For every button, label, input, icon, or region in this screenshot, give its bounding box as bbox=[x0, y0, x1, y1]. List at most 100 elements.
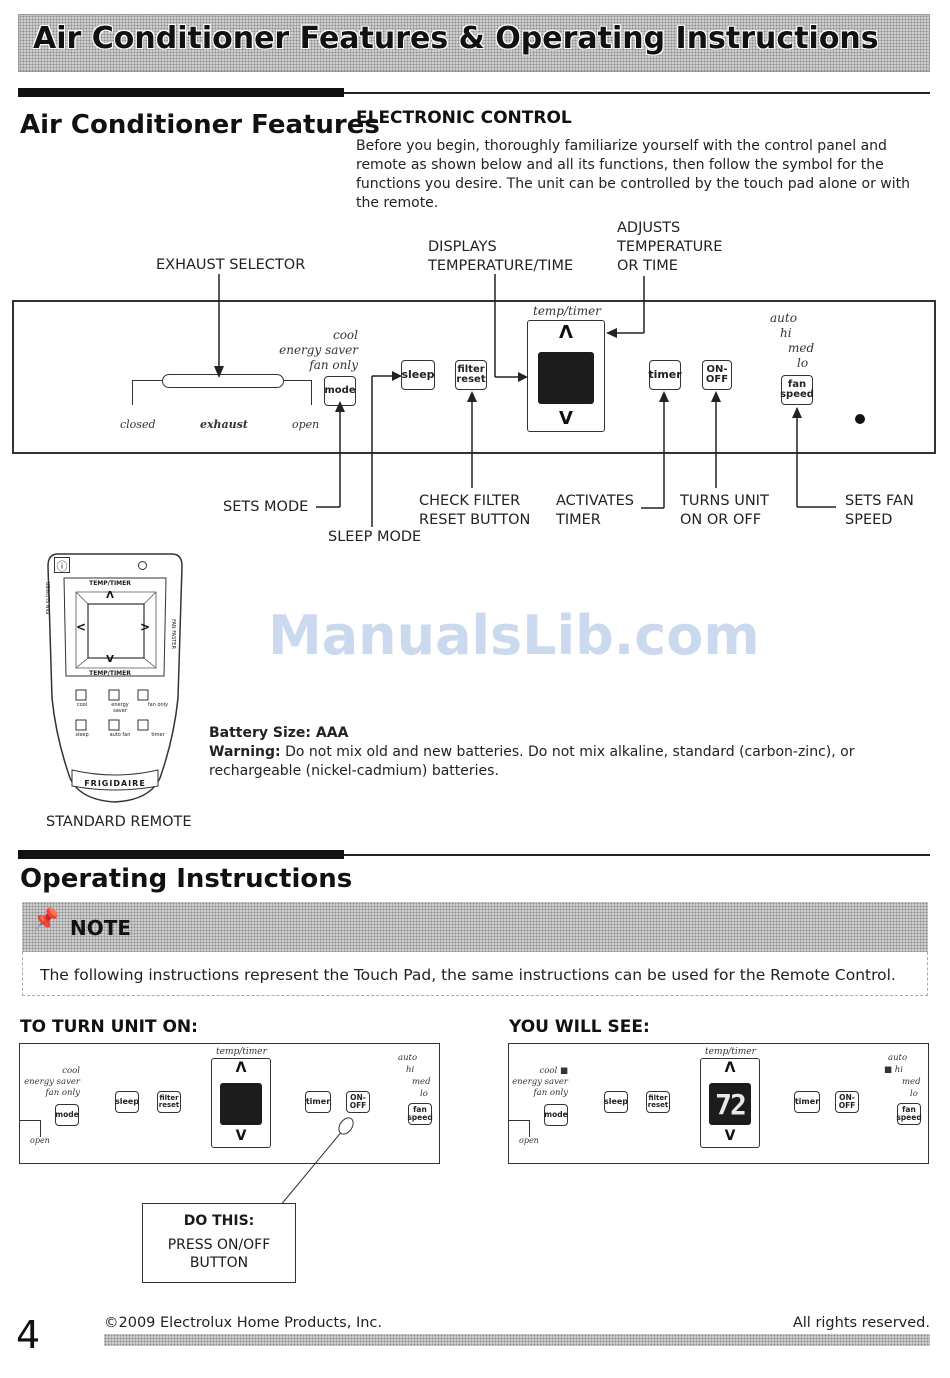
fan-speed-labels: auto hi med lo bbox=[770, 311, 815, 370]
fan-active-indicator: ■ bbox=[884, 1065, 893, 1075]
mini-mode-labels: cool energy saver fan only bbox=[24, 1066, 80, 1098]
callout-sets-fan: SETS FAN SPEED bbox=[845, 493, 914, 528]
features-heading: Air Conditioner Features bbox=[20, 110, 380, 140]
mini-fan-labels-after: auto ■ hi med lo bbox=[884, 1053, 921, 1099]
mini-up-button[interactable]: Λ bbox=[235, 1060, 247, 1076]
note-box bbox=[22, 952, 928, 996]
exhaust-open-label: open bbox=[292, 418, 320, 431]
section-bar bbox=[18, 850, 344, 859]
mini-mode-labels-after: cool ■ energy saver fan only bbox=[512, 1066, 568, 1098]
filter-reset-button[interactable]: filter reset bbox=[455, 360, 487, 390]
mini-display-blank bbox=[220, 1083, 262, 1125]
mini-mode-button[interactable]: mode bbox=[55, 1104, 79, 1126]
callout-turns-unit: TURNS UNIT ON OR OFF bbox=[680, 493, 769, 528]
do-this-instruction: PRESS ON/OFF BUTTON bbox=[167, 1237, 271, 1271]
do-this-box: DO THIS: PRESS ON/OFF BUTTON bbox=[142, 1203, 296, 1283]
remote-temp-timer-top: TEMP/TIMER bbox=[89, 580, 131, 587]
callout-lines bbox=[214, 274, 836, 527]
callout-check-filter: CHECK FILTER RESET BUTTON bbox=[419, 493, 531, 528]
callout-activates-timer: ACTIVATES TIMER bbox=[556, 493, 634, 528]
do-this-title: DO THIS: bbox=[183, 1213, 255, 1229]
temp-timer-label: temp/timer bbox=[533, 304, 601, 318]
remote-row2-labels: sleep auto fan timer bbox=[75, 732, 165, 738]
temp-down-button[interactable]: V bbox=[559, 408, 573, 429]
mini-up-button-after[interactable]: Λ bbox=[724, 1060, 736, 1076]
remote-row1-labels: cool energy saver fan only bbox=[76, 702, 169, 714]
mini-down-button[interactable]: V bbox=[235, 1128, 247, 1144]
on-off-button[interactable]: ON- OFF bbox=[702, 360, 732, 390]
mode-labels: cool energy saver fan only bbox=[279, 328, 358, 372]
mini-temp-timer-label-after: temp/timer bbox=[705, 1047, 756, 1057]
operating-heading: Operating Instructions bbox=[20, 864, 353, 894]
turn-on-heading: TO TURN UNIT ON: bbox=[20, 1017, 198, 1037]
page-title-banner: Air Conditioner Features & Operating Ins… bbox=[18, 14, 930, 72]
remote-temp-timer-bottom: TEMP/TIMER bbox=[89, 670, 131, 677]
remote-caption: STANDARD REMOTE bbox=[46, 814, 192, 830]
mini-exhaust-open: open bbox=[30, 1136, 50, 1145]
display-temperature: 72 bbox=[715, 1087, 747, 1121]
mini-fan-speed-button-after[interactable]: fan speed bbox=[896, 1103, 922, 1125]
electronic-control-heading: ELECTRONIC CONTROL bbox=[356, 108, 572, 128]
remote-brand: FRIGIDAIRE bbox=[84, 779, 146, 788]
sleep-button[interactable]: sleep bbox=[401, 360, 435, 390]
mini-exhaust-open-after: open bbox=[519, 1136, 539, 1145]
footer-rights: All rights reserved. bbox=[792, 1315, 930, 1331]
press-pointer bbox=[279, 1117, 354, 1207]
remote-led bbox=[138, 561, 147, 570]
mini-sleep-button-after[interactable]: sleep bbox=[604, 1091, 628, 1113]
mini-timer-button[interactable]: timer bbox=[305, 1091, 331, 1113]
callout-sleep-mode: SLEEP MODE bbox=[328, 529, 422, 545]
callout-exhaust-selector: EXHAUST SELECTOR bbox=[156, 257, 306, 273]
mini-exhaust-track-after bbox=[509, 1120, 530, 1137]
you-will-see-heading: YOU WILL SEE: bbox=[509, 1017, 650, 1037]
remote-power-button[interactable]: ⓘ bbox=[54, 557, 70, 573]
remote-fan-faster: FAN FASTER bbox=[170, 619, 176, 649]
features-intro: Before you begin, thoroughly familiarize… bbox=[356, 138, 910, 211]
mini-exhaust-track bbox=[20, 1120, 41, 1137]
remote-control bbox=[47, 553, 183, 803]
exhaust-slider-handle[interactable] bbox=[162, 374, 284, 388]
mini-display-on: 72 bbox=[709, 1083, 751, 1125]
mini-temp-timer-label: temp/timer bbox=[216, 1047, 267, 1057]
mini-timer-button-after[interactable]: timer bbox=[794, 1091, 820, 1113]
timer-button[interactable]: timer bbox=[648, 360, 682, 390]
page-title: Air Conditioner Features & Operating Ins… bbox=[33, 21, 879, 56]
callout-sets-mode: SETS MODE bbox=[223, 499, 309, 515]
mini-filter-reset-button[interactable]: filter reset bbox=[157, 1091, 181, 1113]
exhaust-closed-label: closed bbox=[120, 418, 156, 431]
remote-fan-slower: FAN SLOWER bbox=[46, 581, 52, 615]
note-text: The following instructions represent the… bbox=[40, 966, 896, 984]
exhaust-label: exhaust bbox=[200, 418, 248, 431]
indicator-light bbox=[855, 414, 865, 424]
pin-icon: 📌 bbox=[32, 908, 60, 933]
mini-fan-speed-button[interactable]: fan speed bbox=[407, 1103, 433, 1125]
mini-on-off-button-after[interactable]: ON- OFF bbox=[835, 1091, 859, 1113]
remote-right-button[interactable]: > bbox=[140, 620, 151, 634]
mini-sleep-button[interactable]: sleep bbox=[115, 1091, 139, 1113]
watermark: ManualsLib.com bbox=[268, 604, 760, 667]
mini-fan-labels: auto hi med lo bbox=[398, 1053, 431, 1099]
note-banner bbox=[22, 902, 928, 952]
remote-up-button[interactable]: Λ bbox=[106, 590, 114, 601]
section-bar bbox=[18, 88, 344, 97]
temp-up-button[interactable]: Λ bbox=[559, 322, 573, 343]
temperature-display bbox=[538, 352, 594, 404]
callout-adjusts: ADJUSTS TEMPERATURE OR TIME bbox=[617, 220, 723, 274]
page-number: 4 bbox=[16, 1313, 41, 1357]
mini-down-button-after[interactable]: V bbox=[724, 1128, 736, 1144]
note-label: NOTE bbox=[70, 916, 132, 940]
remote-down-button[interactable]: V bbox=[106, 654, 114, 665]
section-rule bbox=[344, 854, 930, 856]
section-rule bbox=[344, 92, 930, 94]
fan-speed-button[interactable]: fan speed bbox=[780, 375, 814, 405]
mini-filter-reset-button-after[interactable]: filter reset bbox=[646, 1091, 670, 1113]
mini-mode-button-after[interactable]: mode bbox=[544, 1104, 568, 1126]
callout-displays: DISPLAYS TEMPERATURE/TIME bbox=[428, 239, 574, 274]
battery-warning: Warning: Do not mix old and new batterie… bbox=[209, 744, 855, 779]
remote-left-button[interactable]: < bbox=[76, 620, 87, 634]
footer-copyright: ©2009 Electrolux Home Products, Inc. bbox=[104, 1315, 383, 1331]
active-indicator: ■ bbox=[559, 1066, 568, 1076]
mini-on-off-button[interactable]: ON- OFF bbox=[346, 1091, 370, 1113]
battery-info: Battery Size: AAA Warning: Do not mix ol… bbox=[209, 724, 929, 781]
footer-bar bbox=[104, 1334, 930, 1346]
